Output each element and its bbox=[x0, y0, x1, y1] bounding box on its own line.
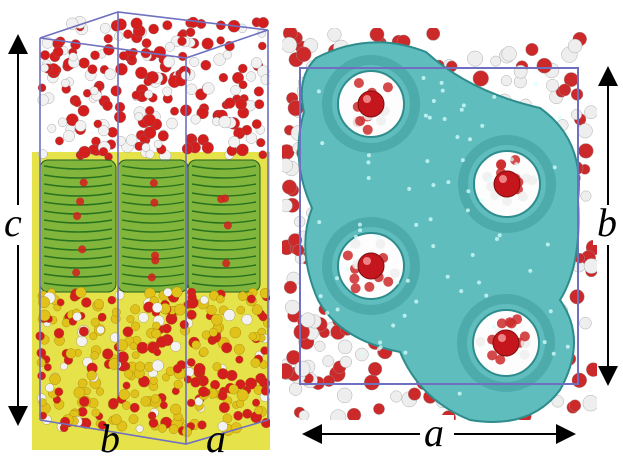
c-axis-label: c bbox=[4, 200, 22, 245]
membrane-slab bbox=[297, 41, 580, 423]
a-axis-label-left: a bbox=[206, 416, 226, 456]
a-axis-label-right: a bbox=[424, 410, 444, 455]
salt-water-layer-bottom bbox=[35, 286, 270, 437]
right-panel: b a bbox=[282, 28, 623, 455]
water-layer-top bbox=[37, 16, 270, 162]
b-axis-label-right: b bbox=[597, 200, 617, 245]
simulation-box-outline bbox=[39, 11, 269, 445]
nanotube-array bbox=[39, 159, 261, 293]
unit-cell-outline bbox=[299, 67, 579, 385]
left-panel: c b a bbox=[2, 11, 270, 456]
b-axis-label-left: b bbox=[100, 416, 120, 456]
